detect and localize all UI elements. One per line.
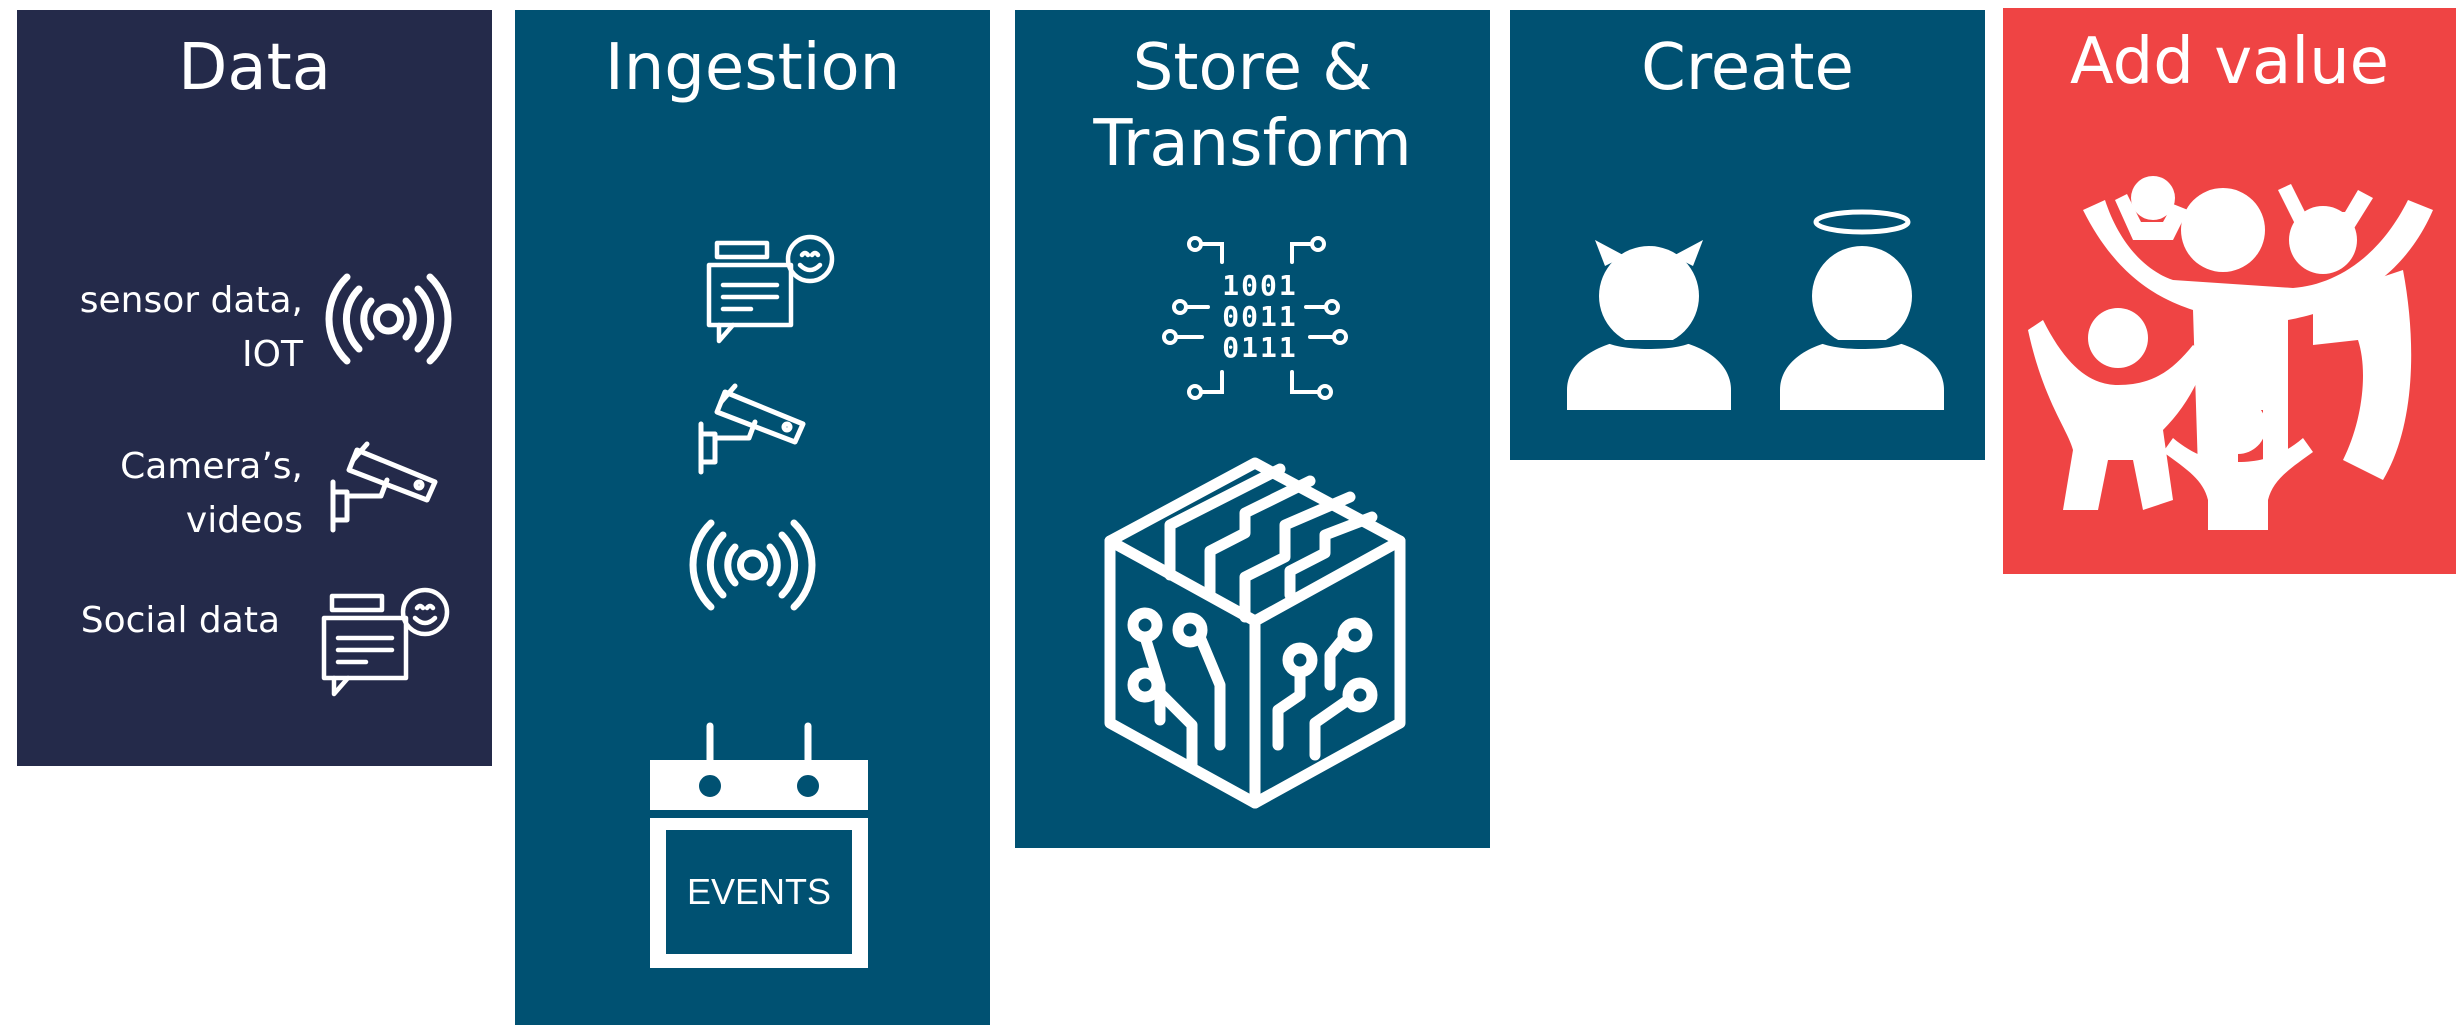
data-title: Data [178, 31, 331, 105]
store-transform-title: Store & Transform [1093, 31, 1412, 181]
data-panel: Data sensor data, IOT Camera’s, videos S… [17, 10, 492, 766]
create-panel: Create [1510, 10, 1985, 460]
store-transform-panel: Store & Transform 1001 0011 0111 [1015, 10, 1490, 848]
chat-bubbles-icon [706, 234, 837, 345]
add-value-title: Add value [2069, 25, 2390, 99]
circuit-cube-icon [1100, 455, 1410, 810]
binary-row: 1001 [1222, 269, 1298, 302]
binary-circuit-icon: 1001 0011 0111 [1150, 232, 1360, 402]
security-camera-icon [327, 430, 452, 535]
celebrating-people-icon [2023, 170, 2448, 530]
devil-person-icon [1565, 228, 1733, 410]
events-label: EVENTS [686, 871, 832, 912]
social-data-label: Social data [80, 600, 280, 641]
create-title: Create [1641, 31, 1854, 105]
angel-person-icon [1778, 208, 1946, 410]
wireless-signal-icon [689, 513, 816, 618]
ingestion-title: Ingestion [604, 31, 901, 105]
binary-rows: 1001 0011 0111 [1205, 270, 1315, 363]
chat-bubbles-icon [321, 587, 452, 698]
ingestion-panel: Ingestion [515, 10, 990, 1025]
binary-row: 0111 [1222, 331, 1298, 364]
add-value-panel: Add value [2003, 8, 2456, 574]
events-calendar-icon: EVENTS [648, 718, 870, 970]
sensor-data-label: sensor data, IOT [79, 280, 303, 375]
binary-row: 0011 [1222, 300, 1298, 333]
wireless-signal-icon [325, 267, 452, 372]
security-camera-icon [695, 372, 820, 477]
camera-videos-label: Camera’s, videos [120, 446, 303, 541]
